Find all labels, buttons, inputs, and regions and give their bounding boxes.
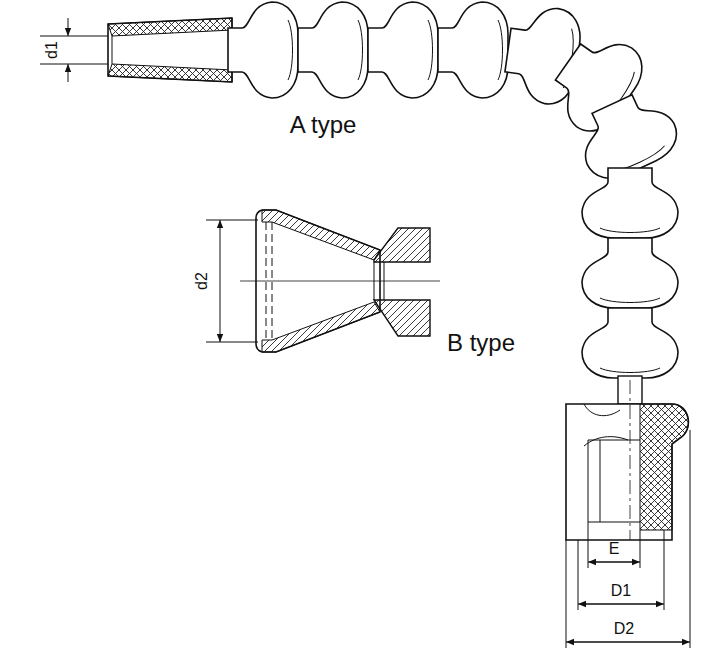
nozzle-tube: [40, 18, 232, 82]
type-label: A type: [290, 113, 357, 137]
dimension-label: d2: [194, 272, 210, 290]
hose-segments: [228, 2, 685, 378]
dimension-label: D1: [611, 583, 631, 599]
dimension-label: D2: [614, 621, 634, 637]
base-fitting: [566, 376, 688, 540]
type-label: B type: [447, 331, 515, 355]
b-type-nozzle: [206, 210, 440, 352]
dimension-label: E: [609, 541, 620, 557]
base-dimensions: [566, 430, 690, 648]
dimension-label: d1: [44, 41, 60, 59]
